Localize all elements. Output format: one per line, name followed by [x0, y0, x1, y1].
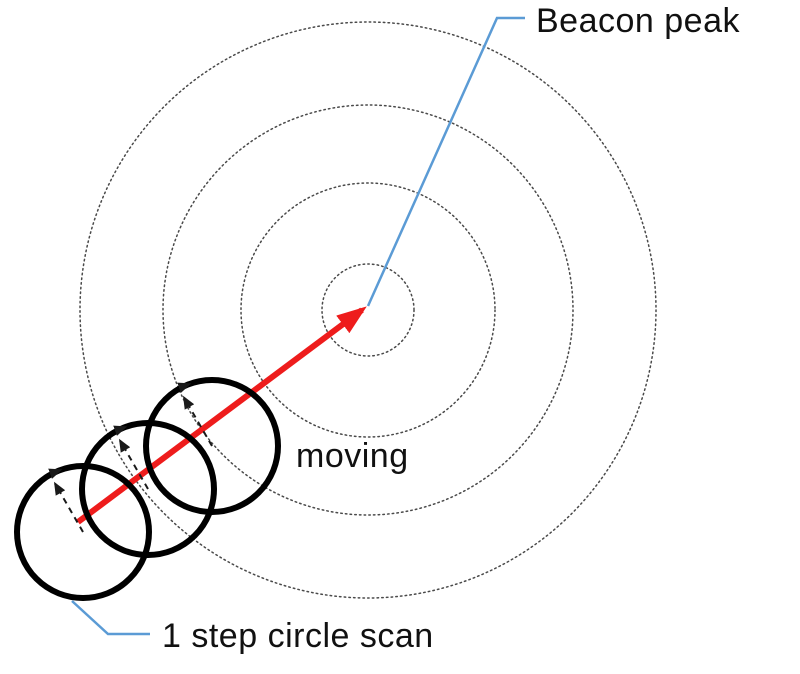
callout-line-circle-scan — [71, 600, 150, 636]
scan-circles — [14, 377, 281, 601]
moving-label: moving — [296, 437, 409, 475]
dashed-radius-arrow-2 — [119, 438, 149, 490]
scan-circle-3 — [143, 377, 281, 515]
contour-circle-3 — [162, 104, 574, 516]
dashed-radius-arrows — [54, 395, 213, 533]
rim-rotation-arrows — [46, 382, 192, 479]
rim-arrow-1 — [46, 468, 63, 479]
contour-circle-inner — [321, 263, 415, 357]
dashed-radius-arrow-1 — [54, 481, 84, 533]
contour-circle-outer — [79, 21, 657, 599]
contour-circle-2 — [240, 182, 496, 438]
rim-arrow-2 — [111, 425, 128, 436]
beacon-peak-label: Beacon peak — [536, 2, 740, 40]
circle-scan-label: 1 step circle scan — [162, 617, 434, 655]
beacon-contours — [79, 21, 657, 599]
callout-line-beacon-peak — [366, 16, 525, 307]
moving-arrow — [76, 306, 367, 525]
dashed-radius-arrow-3 — [183, 395, 213, 447]
rim-arrow-3 — [175, 382, 192, 393]
